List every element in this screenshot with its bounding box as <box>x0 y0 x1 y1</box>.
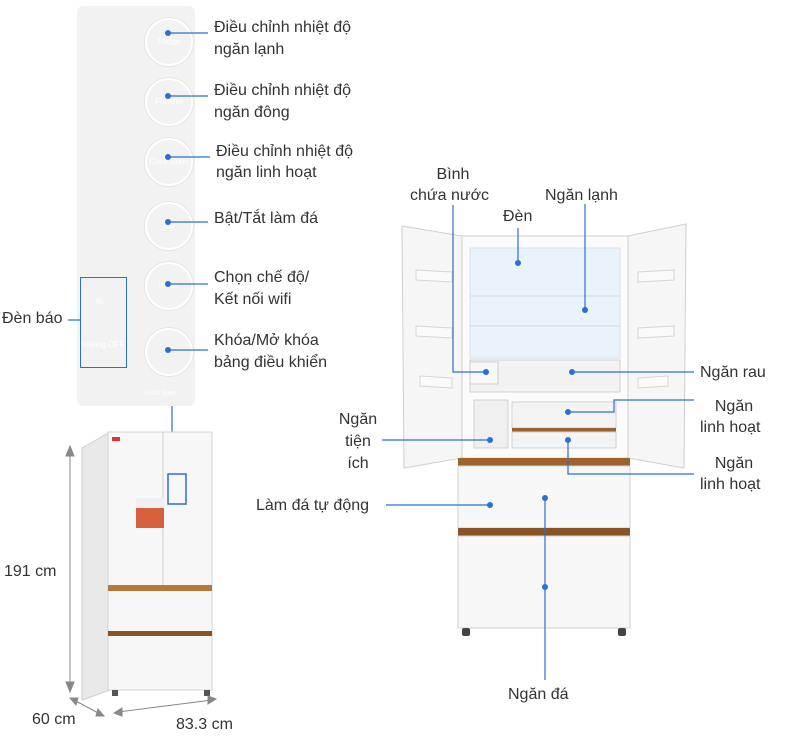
label-flex2-line2: linh hoạt <box>700 476 761 493</box>
lock-button[interactable] <box>145 328 193 376</box>
indicator-text: Seating OFF <box>79 340 125 349</box>
label-lock-line1: Khóa/Mở khóa <box>214 332 319 349</box>
label-flex1-line2: linh hoạt <box>700 419 761 436</box>
label-freezer-temp-line2: ngăn đông <box>214 104 290 121</box>
label-convenience-line2: tiện <box>345 433 371 450</box>
hold-text: Hold 3sec <box>145 390 177 397</box>
label-fridge-temp-line1: Điều chỉnh nhiệt độ <box>214 19 351 36</box>
panel-leader-dots <box>165 30 171 353</box>
label-convenience-line3: ích <box>347 455 369 472</box>
freezer-temp-button[interactable]: Freezer <box>145 78 193 126</box>
label-water-tank-line2: chứa nước <box>410 187 490 204</box>
label-mode-line1: Chọn chế độ/ <box>214 269 310 286</box>
label-fridge: Ngăn lạnh <box>545 187 618 204</box>
ice-button[interactable]: Ice <box>145 202 193 250</box>
label-indicator: Đèn báo <box>2 310 63 327</box>
label-freezer: Ngăn đá <box>508 686 569 703</box>
label-ice-maker: Làm đá tự động <box>256 497 370 514</box>
label-fridge-temp-line2: ngăn lạnh <box>214 41 285 58</box>
panel-leader-lines <box>68 32 210 473</box>
label-freezer-temp-line1: Điều chỉnh nhiệt độ <box>214 82 351 99</box>
depth-label: 60 cm <box>32 711 76 728</box>
small-fridge <box>81 431 213 701</box>
width-label: 83.3 cm <box>176 716 233 733</box>
label-lock-line2: bảng điều khiển <box>214 354 327 371</box>
label-vegetable: Ngăn rau <box>700 364 766 381</box>
parts-leader-lines <box>382 204 694 680</box>
label-water-tank-line1: Bình <box>436 166 470 183</box>
wifi-icon: ≋ <box>95 296 104 307</box>
label-conv-temp-line1: Điều chỉnh nhiệt độ <box>216 143 353 160</box>
indicator-highlight <box>80 277 127 368</box>
label-ice: Bật/Tắt làm đá <box>214 210 319 227</box>
conv-zone-temp-button[interactable]: Conv Zone <box>145 138 193 186</box>
height-label: 191 cm <box>4 563 57 580</box>
fridge-temp-button[interactable]: Fridge <box>145 18 193 66</box>
label-flex2-line1: Ngăn <box>714 455 754 472</box>
open-fridge <box>401 223 687 636</box>
label-flex1-line1: Ngăn <box>714 398 754 415</box>
label-mode-line2: Kết nối wifi <box>214 291 292 308</box>
label-light: Đèn <box>503 208 533 225</box>
dimension-lines <box>65 444 218 717</box>
label-conv-temp-line2: ngăn linh hoạt <box>216 164 317 181</box>
label-convenience-line1: Ngăn <box>338 411 378 428</box>
parts-leader-dots <box>483 260 588 590</box>
